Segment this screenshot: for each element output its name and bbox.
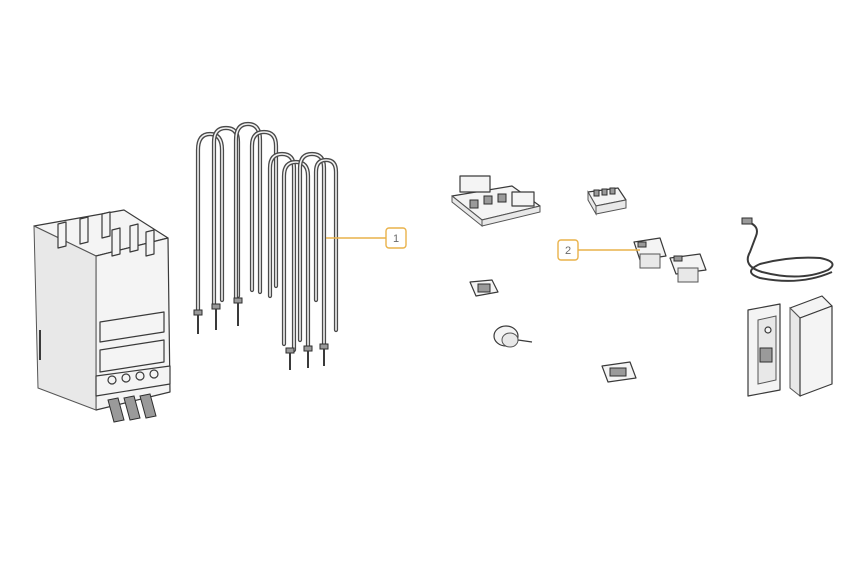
heater-tank-housing [33,209,171,423]
callout-1-label: 1 [393,233,399,245]
coil-terminal-pins-left [193,297,243,334]
rotary-knob [493,325,533,348]
thermostat-switch-b [669,253,707,283]
thermostat-switch-a [633,237,667,269]
mounting-bracket [747,303,781,397]
terminal-block [587,187,627,216]
callout-1: 1 [326,227,407,249]
heating-element-coils [193,121,339,370]
bracket-cover [789,295,833,398]
callout-2-label: 2 [565,245,571,257]
callout-2: 2 [557,239,640,261]
power-cable [741,217,834,282]
coil-terminal-pins-right [285,343,329,370]
callout-1-box [385,227,407,249]
control-board [451,175,541,228]
relay-module [601,361,637,383]
connector-clip [469,279,499,297]
